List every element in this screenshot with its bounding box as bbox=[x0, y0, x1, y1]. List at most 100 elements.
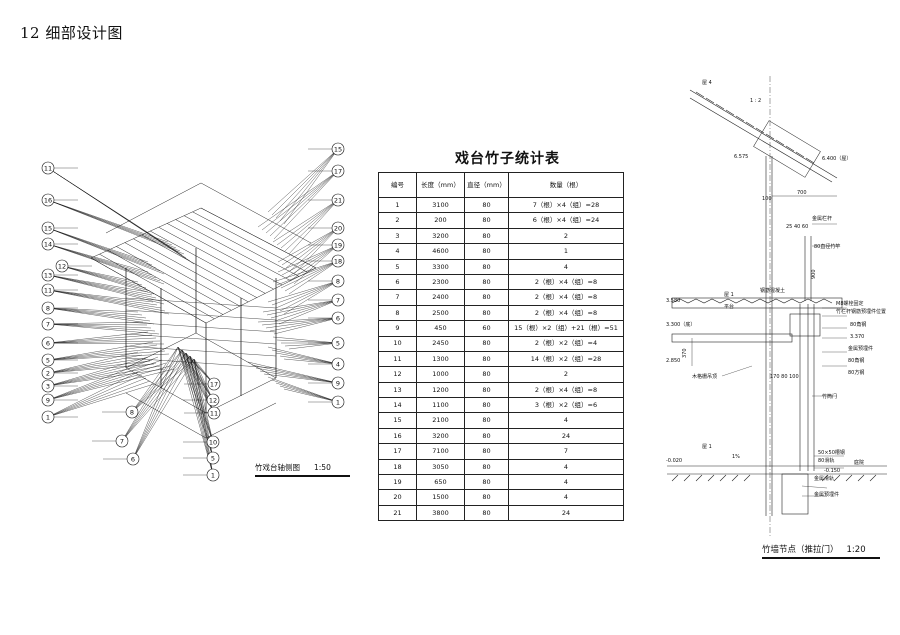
callout-leader bbox=[271, 349, 339, 365]
callout-number: 2 bbox=[46, 369, 50, 377]
callout-number: 14 bbox=[44, 240, 52, 248]
callout-circle bbox=[41, 237, 55, 251]
cell-diameter: 80 bbox=[464, 443, 509, 460]
label-wood-frame: 木格栅吊顶 bbox=[692, 373, 717, 380]
roof-line bbox=[689, 89, 838, 179]
callout-leader bbox=[47, 341, 154, 361]
callout-leader bbox=[278, 299, 339, 325]
callout-leader bbox=[61, 265, 139, 283]
cell-number: 9 bbox=[378, 320, 417, 337]
label-floor1: 屋 1 bbox=[724, 292, 734, 298]
callout-circle bbox=[41, 301, 55, 315]
cell-number: 3 bbox=[378, 227, 417, 245]
cell-diameter: 80 bbox=[464, 212, 509, 229]
cell-length: 3300 bbox=[416, 258, 465, 275]
callout-leader bbox=[47, 323, 160, 335]
callout-leader bbox=[47, 274, 153, 296]
callout-leader bbox=[289, 244, 339, 282]
callout-leader bbox=[269, 317, 339, 332]
cross-brace bbox=[125, 345, 277, 357]
cell-diameter: 80 bbox=[464, 289, 509, 306]
callout-leader bbox=[47, 360, 151, 374]
callout-circle bbox=[41, 353, 55, 367]
callout-leader bbox=[273, 170, 339, 240]
cell-diameter: 60 bbox=[464, 320, 509, 337]
callout-leader bbox=[270, 299, 339, 319]
callout-leader bbox=[47, 307, 143, 316]
callout-circle bbox=[331, 238, 345, 252]
cell-quantity: 2（根）×4（组）=8 bbox=[508, 289, 624, 306]
callout-leader bbox=[131, 352, 187, 413]
cell-quantity: 4 bbox=[508, 474, 624, 491]
cell-quantity: 2 bbox=[508, 227, 624, 245]
label-roof: 屋 4 bbox=[702, 80, 712, 86]
label-elev-3580: 3.580 bbox=[666, 298, 680, 304]
callout-circle bbox=[207, 406, 221, 420]
cell-number: 11 bbox=[378, 350, 417, 368]
callout-leader bbox=[47, 368, 175, 401]
callout-leader bbox=[47, 362, 167, 401]
callout-leader bbox=[257, 317, 339, 323]
callout-leader bbox=[275, 352, 339, 365]
cell-number: 13 bbox=[378, 381, 417, 399]
cell-number: 21 bbox=[378, 504, 417, 522]
callout-number: 19 bbox=[334, 241, 342, 249]
header-number: 编号 bbox=[378, 172, 417, 198]
callout-circle bbox=[331, 193, 345, 207]
callout-leader bbox=[279, 280, 339, 312]
label-dim-100: 100 bbox=[762, 196, 772, 202]
callout-circle bbox=[125, 405, 139, 419]
callout-leader bbox=[279, 355, 339, 365]
label-dim-370: 370 bbox=[682, 348, 688, 358]
callout-number: 1 bbox=[211, 471, 215, 479]
callout-number: 5 bbox=[336, 339, 340, 347]
cell-diameter: 80 bbox=[464, 474, 509, 491]
callout-leader bbox=[47, 323, 156, 332]
joint-box bbox=[789, 313, 821, 337]
callout-leader bbox=[47, 323, 152, 329]
callout-leader bbox=[47, 307, 151, 322]
callout-leader bbox=[47, 359, 153, 387]
cross-brace bbox=[125, 309, 277, 321]
callout-leader bbox=[132, 349, 183, 460]
cell-number: 18 bbox=[378, 458, 417, 476]
callout-leader bbox=[275, 280, 339, 309]
ground-hatch bbox=[671, 474, 877, 482]
callout-leader bbox=[265, 170, 339, 234]
cell-length: 3800 bbox=[416, 504, 465, 522]
callout-leader bbox=[47, 274, 149, 293]
cell-quantity: 7（根）×4（组）=28 bbox=[508, 196, 624, 214]
label-dim-700: 700 bbox=[797, 190, 807, 196]
callout-leader bbox=[47, 243, 149, 273]
callout-leader bbox=[177, 346, 214, 476]
callout-leader bbox=[47, 350, 166, 361]
label-elev-6575: 6.575 bbox=[734, 154, 748, 160]
callout-leader bbox=[262, 299, 339, 313]
cell-quantity: 24 bbox=[508, 504, 624, 522]
callout-leader bbox=[61, 265, 155, 295]
callout-leader bbox=[276, 339, 339, 344]
callout-leader bbox=[47, 199, 177, 249]
callout-number: 13 bbox=[44, 271, 52, 279]
callout-leader bbox=[131, 346, 179, 413]
roof-rafter bbox=[158, 227, 274, 290]
roof-rafter bbox=[183, 215, 300, 277]
callout-number: 11 bbox=[210, 409, 218, 417]
cell-quantity: 2（根）×4（组）=8 bbox=[508, 381, 624, 399]
callout-leader bbox=[47, 199, 185, 255]
axonometric-scale: 1:50 bbox=[314, 463, 331, 472]
callout-leader bbox=[272, 336, 339, 344]
cell-quantity: 2（根）×4（组）=8 bbox=[508, 304, 624, 322]
cross-brace bbox=[125, 357, 277, 369]
cell-quantity: 14（根）×2（组）=28 bbox=[508, 350, 624, 368]
callout-number: 8 bbox=[46, 304, 50, 312]
callout-leader bbox=[281, 227, 339, 266]
label-floor0: 屋 1 bbox=[702, 444, 712, 450]
roof-rafter bbox=[124, 242, 240, 307]
callout-leader bbox=[47, 227, 165, 275]
